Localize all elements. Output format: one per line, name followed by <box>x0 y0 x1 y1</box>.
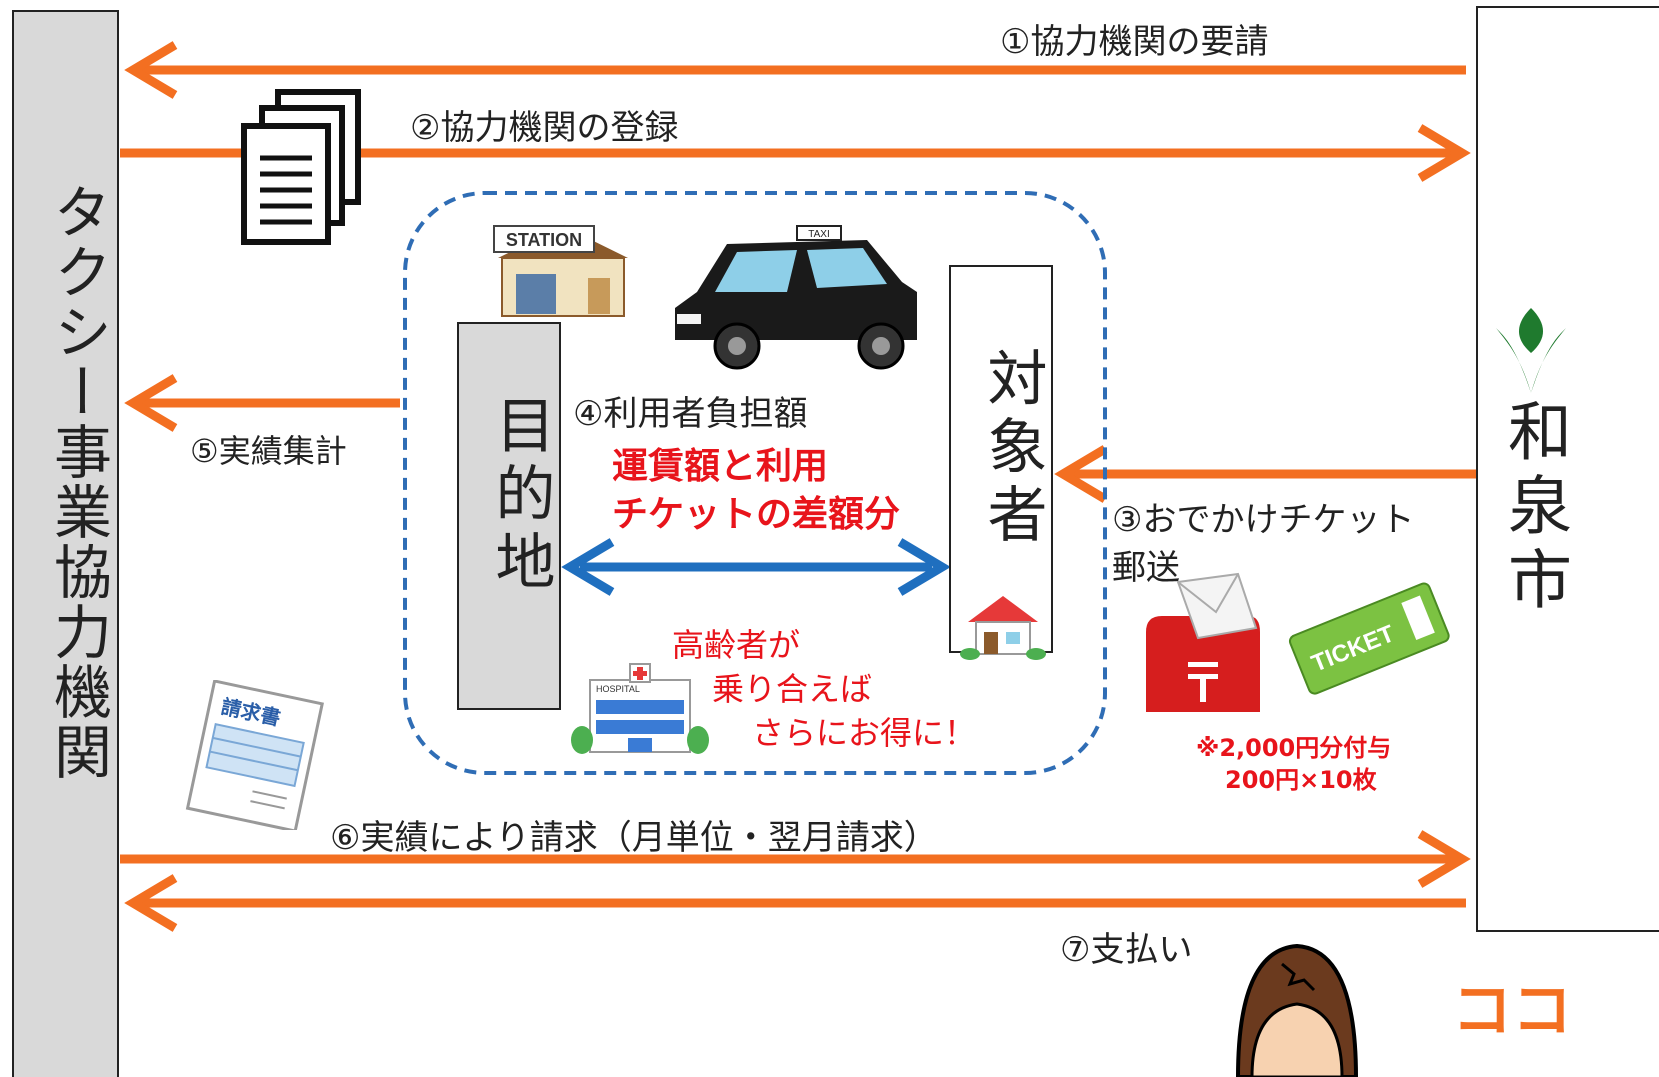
step5-label: ⑤実績集計 <box>190 432 347 470</box>
mailbox-icon <box>1146 572 1260 712</box>
hospital-icon: HOSPITAL <box>571 663 709 754</box>
taxi-icon: TAXI <box>675 225 917 370</box>
elderly-note-line3: さらにお得に！ <box>752 714 977 752</box>
taxi-sign-text: TAXI <box>808 229 829 240</box>
ticket-note-line2: 200円×10枚 <box>1225 766 1377 794</box>
arrow-step7 <box>124 874 1466 932</box>
step2-label: ②協力機関の登録 <box>410 108 679 148</box>
corner-text: ココ <box>1452 976 1572 1046</box>
arrow-step6 <box>120 830 1471 888</box>
blue-double-arrow <box>561 538 951 596</box>
person-head-icon <box>1235 943 1359 1077</box>
invoice-icon: 請求書 <box>185 680 324 830</box>
target-person-box: 対象者 <box>949 265 1053 653</box>
step4-detail-line2: チケットの差額分 <box>612 494 901 535</box>
izumi-city-box: 和泉市 <box>1476 6 1659 932</box>
arrow-step3 <box>1054 445 1476 503</box>
step3-label-line1: ③おでかけチケット <box>1112 500 1415 540</box>
taxi-cooperation-agency-box: タクシー事業協力機関 <box>12 10 119 1077</box>
ticket-note-line1: ※2,000円分付与 <box>1196 734 1392 762</box>
hospital-sign-text: HOSPITAL <box>596 684 640 694</box>
ticket-icon: TICKET <box>1288 582 1450 695</box>
step6-label: ⑥実績により請求（月単位・翌月請求） <box>330 818 938 858</box>
destination-box: 目的地 <box>457 322 561 710</box>
step3-label-line2: 郵送 <box>1112 548 1180 588</box>
elderly-note-line2: 乗り合えば <box>712 670 873 708</box>
step4-detail-line1: 運賃額と利用 <box>612 446 829 487</box>
arrow-step1 <box>124 41 1466 99</box>
target-person-label: 対象者 <box>977 347 1047 551</box>
house-icon <box>960 596 1046 660</box>
step7-label: ⑦支払い <box>1060 930 1193 970</box>
step1-label: ①協力機関の要請 <box>1000 22 1269 62</box>
step4-label: ④利用者負担額 <box>573 394 808 434</box>
documents-icon <box>241 89 361 245</box>
elderly-note-line1: 高齢者が <box>672 626 801 664</box>
destination-label: 目的地 <box>485 394 555 598</box>
izumi-city-label: 和泉市 <box>1497 398 1571 620</box>
station-sign-text: STATION <box>506 230 582 250</box>
city-emblem-icon <box>1496 308 1566 393</box>
taxi-cooperation-agency-label: タクシー事業協力機関 <box>44 182 112 782</box>
station-icon: STATION <box>493 225 628 317</box>
arrow-step5 <box>124 374 400 432</box>
service-area-dashed-region <box>403 191 1107 775</box>
